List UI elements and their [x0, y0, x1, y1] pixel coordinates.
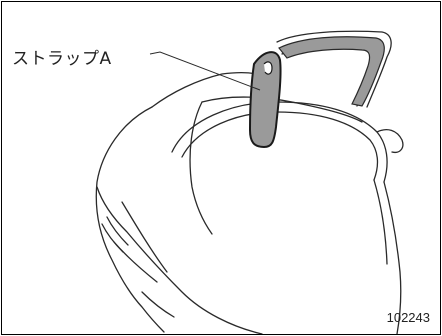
hem-line-1 — [106, 216, 129, 246]
hem-line-3 — [113, 241, 158, 283]
seat-rim-inner — [181, 111, 379, 181]
strap-a-label: ストラップA — [12, 49, 112, 69]
front-fold-2 — [141, 291, 175, 318]
seat-cover-illustration — [95, 30, 404, 334]
cover-upper-edge — [151, 71, 258, 108]
inner-panel-left — [189, 101, 213, 235]
strap-a-slot — [263, 61, 273, 75]
figure-id: 102243 — [386, 310, 430, 325]
front-body — [96, 186, 263, 334]
front-fold-1 — [121, 201, 168, 273]
right-fold — [373, 179, 388, 265]
cover-outline — [95, 106, 165, 333]
seat-rim-outer — [171, 101, 388, 183]
rear-strap-fill — [278, 36, 385, 107]
callout-leader — [149, 51, 261, 91]
right-body — [383, 181, 402, 334]
strap-a — [248, 51, 282, 149]
rear-strap-arch — [276, 30, 392, 108]
right-bump — [376, 129, 404, 154]
